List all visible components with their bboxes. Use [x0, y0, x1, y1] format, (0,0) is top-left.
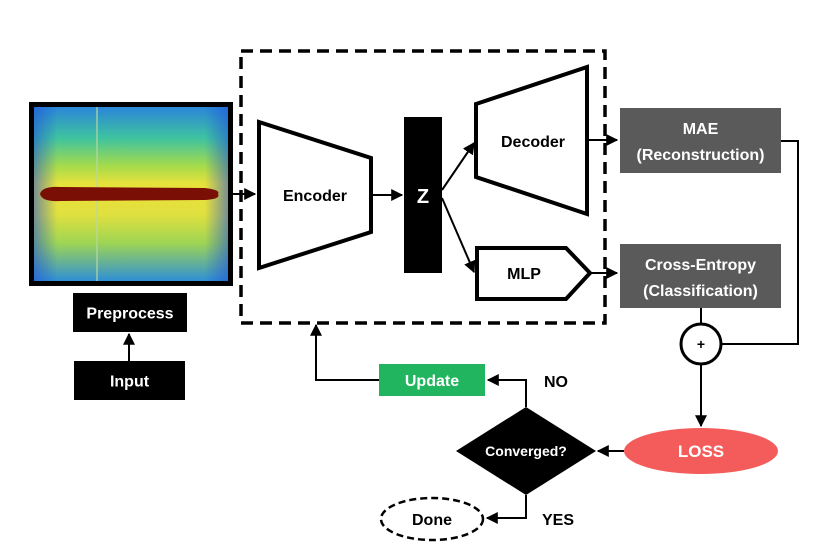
loss-label: LOSS	[678, 442, 724, 461]
mae-subtitle: (Reconstruction)	[637, 147, 765, 164]
converged-label: Converged?	[485, 443, 567, 459]
no-label: NO	[544, 374, 568, 391]
mlp-label: MLP	[507, 266, 541, 283]
encoder-block: Encoder	[257, 119, 373, 271]
update-box: Update	[379, 364, 485, 396]
arrow-z-to-decoder	[441, 142, 475, 191]
input-image	[29, 102, 233, 286]
ce-title: Cross-Entropy	[645, 257, 756, 274]
done-node: Done	[379, 496, 485, 542]
input-label: Input	[110, 374, 150, 391]
arrow-update-to-model	[310, 323, 379, 381]
latent-z-block: Z	[404, 117, 442, 273]
input-box: Input	[74, 361, 185, 400]
mae-box: MAE (Reconstruction)	[620, 108, 781, 173]
latent-label: Z	[417, 186, 429, 208]
signal-band	[40, 186, 219, 202]
preprocess-label: Preprocess	[86, 306, 173, 323]
sum-label: +	[697, 336, 705, 352]
arrow-z-to-mlp	[441, 197, 476, 274]
arrow-no-to-update	[486, 374, 527, 407]
model-boundary	[239, 49, 607, 325]
cross-entropy-box: Cross-Entropy (Classification)	[620, 244, 781, 308]
connector-mae-to-sum	[722, 140, 799, 345]
mlp-block: MLP	[475, 246, 593, 301]
converged-decision: Converged?	[456, 407, 596, 495]
update-label: Update	[405, 373, 459, 390]
yes-label: YES	[542, 512, 574, 529]
sum-node: +	[679, 322, 723, 366]
arrow-yes-to-done	[485, 495, 527, 524]
decoder-label: Decoder	[501, 134, 565, 151]
preprocess-box: Preprocess	[73, 293, 187, 332]
encoder-label: Encoder	[283, 188, 347, 205]
ce-subtitle: (Classification)	[643, 283, 758, 300]
mae-title: MAE	[683, 121, 719, 138]
loss-node: LOSS	[624, 428, 778, 474]
decoder-block: Decoder	[474, 64, 589, 217]
done-label: Done	[412, 512, 452, 529]
